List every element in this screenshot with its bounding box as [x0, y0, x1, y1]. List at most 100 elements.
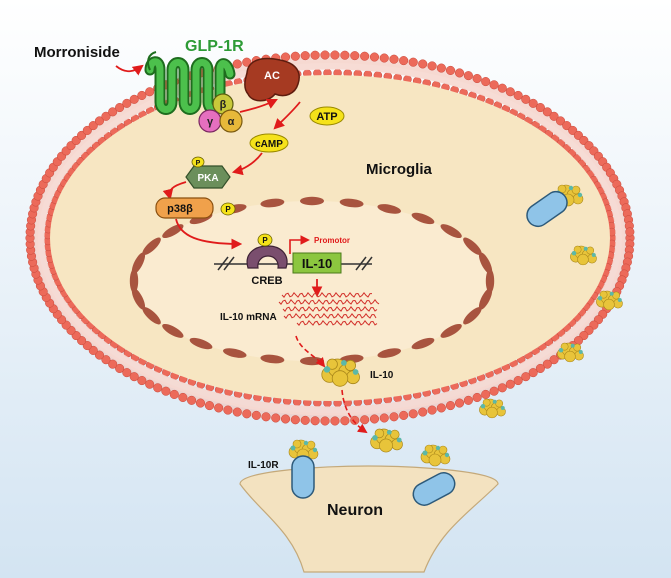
il10-protein: [479, 398, 506, 419]
protein-blob: [331, 370, 349, 387]
membrane-head: [521, 94, 531, 104]
protein-highlight: [500, 406, 505, 410]
protein-blob: [428, 453, 442, 467]
pka-kinase: PKA P: [185, 156, 231, 189]
il10-protein: [596, 290, 623, 311]
membrane-head: [549, 355, 559, 365]
alpha-subunit: [219, 109, 243, 133]
protein-blob: [571, 185, 581, 195]
membrane-head: [153, 383, 163, 393]
membrane-head: [88, 345, 98, 355]
protein-blob: [599, 290, 608, 299]
membrane-head: [290, 415, 300, 425]
mrna-to-protein-arrow: [295, 335, 326, 368]
membrane-head: [463, 71, 473, 81]
envelope-segment: [162, 323, 184, 338]
membrane-head: [436, 403, 446, 413]
membrane-head: [472, 73, 482, 84]
membrane-head: [535, 102, 545, 113]
adenylyl-cyclase: AC: [244, 57, 300, 102]
camp-to-pka-arrow: [231, 152, 263, 176]
membrane-head: [271, 413, 281, 423]
protein-highlight: [591, 253, 596, 257]
il10-protein: [370, 428, 403, 453]
membrane-head: [161, 386, 171, 396]
membrane-head: [369, 52, 380, 62]
membrane-head: [300, 51, 310, 61]
mrna-strand: [296, 319, 378, 326]
membrane-head: [489, 386, 499, 396]
protein-blob: [612, 291, 621, 300]
membrane-head: [122, 98, 132, 108]
membrane-head: [360, 51, 370, 61]
il10-protein: [557, 342, 584, 363]
envelope-segment: [411, 337, 435, 350]
creb-phosphate-label: P: [262, 236, 268, 245]
membrane-head: [445, 401, 456, 411]
membrane-head: [195, 398, 206, 408]
pka-phosphate-label: P: [196, 160, 201, 167]
membrane-head: [427, 61, 437, 71]
membrane-head: [436, 63, 446, 73]
membrane-head: [169, 389, 179, 399]
promotor-arrow: [289, 235, 310, 254]
membrane-head: [108, 359, 118, 369]
protein-blob: [438, 445, 448, 455]
alpha-label: α: [228, 116, 235, 128]
protein-highlight: [352, 369, 359, 375]
protein-highlight: [341, 360, 347, 366]
protein-blob: [603, 298, 615, 311]
il10-gene-label: IL-10: [302, 256, 332, 271]
envelope-segment: [300, 196, 324, 206]
mrna-strand: [281, 291, 373, 298]
protein-blob: [424, 444, 434, 454]
p38b-phosphate-label: P: [225, 205, 231, 214]
membrane-head: [505, 87, 515, 97]
membrane-head: [129, 372, 139, 382]
protein-highlight: [578, 350, 583, 354]
membrane-head: [242, 57, 252, 67]
protein-blob: [573, 245, 582, 254]
il10-protein: [420, 444, 451, 467]
morroniside-arrow: [115, 64, 144, 76]
protein-highlight: [558, 347, 564, 353]
envelope-segment: [223, 348, 247, 358]
protein-highlight: [372, 435, 378, 441]
membrane-head: [88, 121, 98, 131]
membrane-head: [330, 416, 340, 426]
protein-highlight: [435, 445, 441, 451]
creb-factor: CREB P: [246, 233, 288, 287]
membrane-head: [418, 59, 428, 69]
membrane-head: [320, 50, 330, 60]
membrane-head: [145, 87, 155, 97]
membrane-head: [454, 68, 465, 78]
envelope-segment: [377, 204, 401, 214]
protein-highlight: [290, 445, 296, 451]
neuron-label: Neuron: [327, 502, 383, 519]
protein-blob: [495, 399, 504, 408]
protein-blob: [577, 253, 589, 266]
pka-phosphate: [191, 156, 205, 168]
membrane-head: [122, 368, 132, 378]
membrane-head: [408, 57, 418, 67]
envelope-segment: [162, 224, 184, 239]
membrane-head: [178, 392, 188, 403]
membrane-head: [350, 51, 360, 61]
envelope-segment: [260, 354, 285, 364]
envelope-segment: [485, 269, 495, 293]
ac-to-camp-arrow: [273, 101, 301, 130]
membrane-head: [549, 111, 559, 121]
protein-blob: [379, 438, 393, 453]
envelope-segment: [129, 269, 139, 293]
membrane-head: [379, 53, 389, 63]
membrane-head: [389, 54, 399, 64]
creb-label: CREB: [251, 275, 282, 287]
envelope-segment: [260, 198, 285, 208]
envelope-segment: [300, 356, 324, 366]
il10-gene-box: [292, 252, 342, 274]
membrane-head: [204, 401, 215, 411]
membrane-head: [350, 415, 360, 425]
secretion-arrow: [341, 389, 368, 434]
